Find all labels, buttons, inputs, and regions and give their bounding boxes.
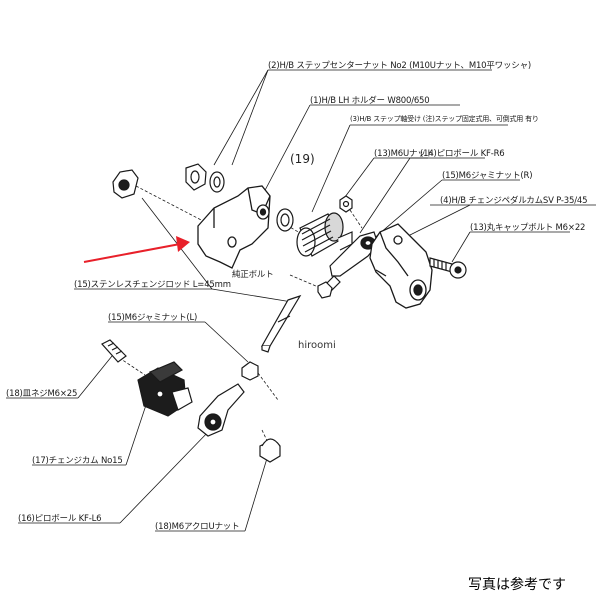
label-center-nut: (2)H/B ステップセンターナット No2 (M10Uナット、M10平ワッシャ…: [268, 61, 531, 71]
label-change-cam: (17)チェンジカム No15: [32, 456, 123, 466]
label-oem-bolt: 純正ボルト: [232, 270, 274, 280]
label-pillow-ball-left: (16)ピロボール KF-L6: [18, 514, 102, 524]
countersunk-screw: [101, 339, 127, 363]
m10-nut-washer: [185, 163, 225, 193]
jam-nut-left: [241, 361, 259, 381]
leader-lines: [6, 69, 596, 532]
label-change-pedal-cam: (4)H/B チェンジペダルカムSV P-35/45: [440, 196, 588, 206]
nut-washer-left: [112, 169, 139, 199]
label-lh-holder: (1)H/B LH ホルダー W800/650: [310, 96, 430, 106]
label-cap-bolt: (13)丸キャップボルト M6×22: [470, 223, 586, 233]
label-washer-19: (19): [290, 152, 315, 166]
washer-19: [276, 208, 294, 232]
change-cam-block: [137, 361, 193, 417]
label-step-bearing: (3)H/B ステップ軸受け (注)ステップ固定式用、可倒式用 有り: [350, 115, 539, 123]
label-jam-nut-right: (15)M6ジャミナット(R): [442, 171, 533, 181]
lh-holder-bracket: [197, 185, 271, 269]
change-rod: [260, 294, 302, 353]
jam-nut-right: [317, 281, 333, 299]
red-pointer-arrow: [83, 236, 190, 263]
acorn-nut: [259, 438, 281, 463]
label-pillow-ball-right: (14)ピロボール KF-R6: [420, 149, 505, 159]
label-jam-nut-left: (15)M6ジャミナット(L): [108, 313, 198, 323]
label-m6-u-nut: (13)M6Uナット: [374, 149, 434, 159]
pillow-ball-left: [197, 383, 245, 437]
watermark: hiroomi: [298, 340, 336, 351]
label-countersunk-screw: (18)皿ネジM6×25: [6, 389, 78, 399]
reference-note: 写真は参考です: [468, 577, 566, 593]
label-change-rod: (15)ステンレスチェンジロッド L=45mm: [74, 280, 231, 290]
step-bearing: [296, 212, 353, 257]
cap-bolt-m6x22: [429, 257, 467, 279]
m6-u-nut: [339, 195, 353, 213]
change-pedal-cam: [369, 223, 433, 309]
label-acorn-nut: (18)M6アクロUナット: [155, 522, 240, 532]
